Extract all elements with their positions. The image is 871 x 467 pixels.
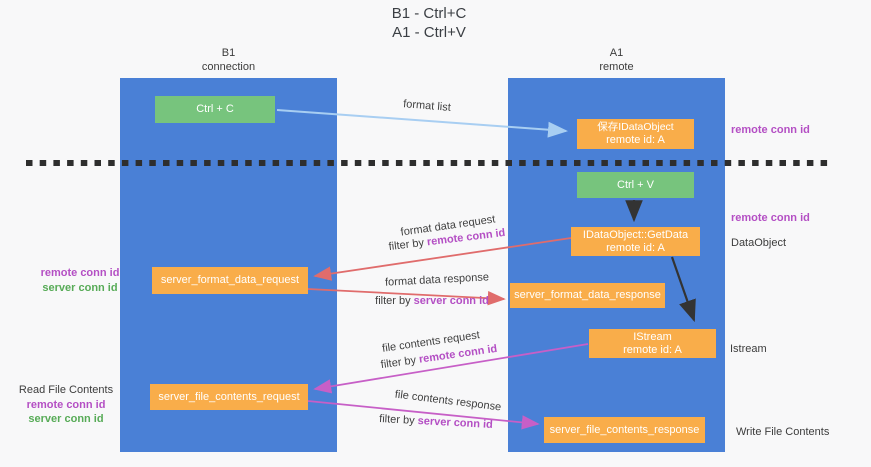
node-server-format-data-request: server_format_data_request bbox=[152, 267, 308, 294]
lane-b1-role: connection bbox=[201, 61, 256, 73]
filter-by-prefix: filter by bbox=[378, 413, 418, 428]
arrow-getdata-to-istream bbox=[670, 256, 696, 323]
istream-side-label: Istream bbox=[730, 343, 767, 355]
right-mid-remote-conn-id: remote conn id bbox=[731, 212, 810, 224]
server-conn-id-label: server conn id bbox=[28, 413, 104, 425]
edge-label-format-data-response-filter: filter by server conn id bbox=[367, 295, 497, 307]
node-idataobject-getdata: IDataObject::GetData remote id: A bbox=[571, 227, 700, 256]
node-save-idataobject: 保存IDataObject remote id: A bbox=[577, 119, 694, 149]
node-file-request-label: server_file_contents_request bbox=[158, 390, 300, 403]
arrow-format-list bbox=[276, 109, 568, 138]
lane-a1-name: A1 bbox=[609, 47, 624, 59]
lane-b1-name: B1 bbox=[221, 47, 236, 59]
title-line-b1: B1 - Ctrl+C bbox=[391, 5, 467, 22]
lane-header-a1: A1 remote bbox=[508, 46, 725, 74]
arrow-file-contents-request bbox=[313, 343, 589, 394]
node-getdata-line2: remote id: A bbox=[606, 241, 665, 254]
node-save-idataobject-line1: 保存IDataObject bbox=[597, 121, 674, 133]
filter-by-prefix: filter by bbox=[375, 295, 414, 307]
right-top-remote-conn-id: remote conn id bbox=[731, 124, 810, 136]
diagram-title: B1 - Ctrl+C A1 - Ctrl+V bbox=[299, 4, 559, 42]
arrow-file-contents-response bbox=[307, 400, 540, 430]
node-ctrl-c-label: Ctrl + C bbox=[196, 103, 234, 115]
lane-header-b1: B1 connection bbox=[120, 46, 337, 74]
arrow-format-data-response bbox=[307, 288, 506, 306]
title-line-a1: A1 - Ctrl+V bbox=[392, 24, 466, 41]
read-file-contents-label: Read File Contents bbox=[18, 384, 114, 396]
node-file-response-label: server_file_contents_response bbox=[549, 423, 700, 436]
node-ctrl-v: Ctrl + V bbox=[577, 172, 694, 198]
server-conn-id-key: server conn id bbox=[413, 295, 489, 307]
node-ctrl-v-label: Ctrl + V bbox=[617, 178, 654, 191]
node-istream: IStream remote id: A bbox=[589, 329, 716, 358]
remote-conn-id-label: remote conn id bbox=[26, 398, 106, 411]
arrow-format-data-request bbox=[313, 237, 572, 281]
node-istream-line2: remote id: A bbox=[623, 343, 682, 356]
node-save-idataobject-line2: remote id: A bbox=[606, 134, 665, 146]
node-server-file-contents-response: server_file_contents_response bbox=[544, 417, 705, 443]
lane-a1-role: remote bbox=[599, 61, 634, 73]
node-ctrl-c: Ctrl + C bbox=[155, 96, 275, 123]
left-mid-conn-ids: remote conn id server conn id bbox=[30, 266, 130, 295]
node-format-request-label: server_format_data_request bbox=[160, 274, 300, 286]
node-istream-line1: IStream bbox=[633, 330, 672, 343]
node-getdata-line1: IDataObject::GetData bbox=[582, 228, 689, 241]
server-conn-id-label: server conn id bbox=[42, 281, 118, 294]
node-format-response-label: server_format_data_response bbox=[514, 289, 661, 301]
left-bottom-read-file-block: Read File Contents remote conn id server… bbox=[14, 383, 118, 427]
node-server-format-data-response: server_format_data_response bbox=[510, 283, 665, 308]
remote-conn-id-label: remote conn id bbox=[40, 267, 120, 279]
dataobject-label: DataObject bbox=[731, 237, 787, 249]
node-server-file-contents-request: server_file_contents_request bbox=[150, 384, 308, 410]
write-file-contents-label: Write File Contents bbox=[736, 426, 830, 438]
